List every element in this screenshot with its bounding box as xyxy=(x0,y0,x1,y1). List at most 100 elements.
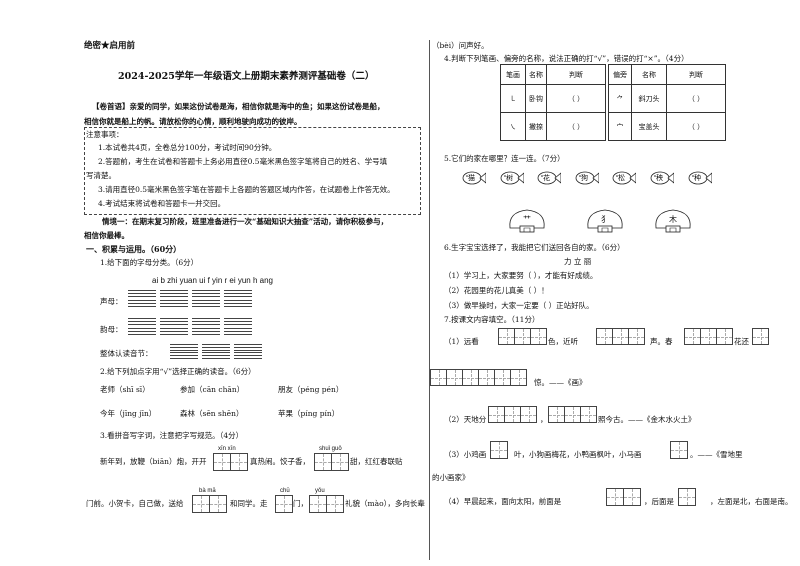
fish-icon[interactable]: 猫 xyxy=(462,169,487,187)
pinyin-writing-line[interactable] xyxy=(160,328,188,337)
pinyin-writing-line[interactable] xyxy=(160,318,188,327)
writing-box[interactable] xyxy=(580,406,597,423)
pinyin-writing-line[interactable] xyxy=(224,318,252,327)
writing-box[interactable] xyxy=(623,488,641,506)
q7-text: ，后面是 xyxy=(644,497,674,506)
fish-icon[interactable]: 树 xyxy=(500,169,525,187)
writing-box[interactable] xyxy=(564,406,581,423)
pinyin-writing-line[interactable] xyxy=(128,290,156,299)
fish-icon[interactable]: 秧 xyxy=(650,169,675,187)
writing-box[interactable] xyxy=(462,369,479,386)
q1-row-label: 韵母： xyxy=(100,325,123,334)
q7-text: 色，近听 xyxy=(548,337,578,346)
q3-pinyin: chū xyxy=(280,488,290,494)
judge-cell[interactable]: （ ） xyxy=(666,112,726,141)
judge-cell[interactable]: （ ） xyxy=(546,84,606,113)
fish-icon[interactable]: 松 xyxy=(612,169,637,187)
pinyin-writing-line[interactable] xyxy=(234,344,262,353)
writing-box[interactable] xyxy=(490,441,508,459)
page-title: 2024-2025学年一年级语文上册期末素养测评基础卷（二） xyxy=(118,71,375,82)
writing-box[interactable] xyxy=(230,453,248,471)
pinyin-writing-line[interactable] xyxy=(128,328,156,337)
writing-box[interactable] xyxy=(684,328,701,345)
pinyin-writing-line[interactable] xyxy=(192,300,220,309)
q3-pinyin: shuǐ guǒ xyxy=(319,446,342,452)
writing-box[interactable] xyxy=(520,406,537,423)
pinyin-writing-line[interactable] xyxy=(128,300,156,309)
house-icon[interactable]: 犭 xyxy=(584,206,626,234)
q4-prompt: 4.判断下列笔画、偏旁的名称，说法正确的打“√”，错误的打“×”。（4分） xyxy=(444,54,689,63)
writing-box[interactable] xyxy=(514,328,531,345)
writing-box[interactable] xyxy=(430,369,447,386)
radical-cell: 宀 xyxy=(608,112,632,141)
pinyin-writing-line[interactable] xyxy=(202,352,230,361)
pinyin-writing-line[interactable] xyxy=(202,344,230,353)
pinyin-writing-line[interactable] xyxy=(192,290,220,299)
writing-box[interactable] xyxy=(504,406,521,423)
q7-prompt: 7.按课文内容填空。（11分） xyxy=(444,315,540,324)
writing-box[interactable] xyxy=(510,369,527,386)
fish-character: 秧 xyxy=(656,174,663,182)
writing-box[interactable] xyxy=(612,328,629,345)
writing-box[interactable] xyxy=(548,406,565,423)
q3-text: 门， xyxy=(293,499,308,508)
writing-box[interactable] xyxy=(716,328,733,345)
pinyin-writing-line[interactable] xyxy=(234,352,262,361)
house-icon[interactable]: 艹 xyxy=(506,206,548,234)
writing-box[interactable] xyxy=(488,406,505,423)
writing-box[interactable] xyxy=(275,495,293,513)
pinyin-writing-line[interactable] xyxy=(192,328,220,337)
q2-item: 老师（shī sī） xyxy=(100,385,150,394)
writing-box[interactable] xyxy=(700,328,717,345)
writing-box[interactable] xyxy=(331,453,349,471)
pinyin-writing-line[interactable] xyxy=(224,328,252,337)
pinyin-writing-line[interactable] xyxy=(160,300,188,309)
pinyin-writing-line[interactable] xyxy=(170,352,198,361)
notice-item: 3.请用直径0.5毫米黑色签字笔在答题卡上各题的答题区域内作答，在试题卷上作答无… xyxy=(98,185,395,194)
column-divider xyxy=(429,40,430,560)
q3-text: 门前。小贺卡，自己做，送给 xyxy=(86,499,184,508)
pinyin-writing-line[interactable] xyxy=(160,290,188,299)
table-header: 名称 xyxy=(631,64,667,85)
writing-box[interactable] xyxy=(209,495,227,513)
context-line-2: 相信你最棒。 xyxy=(84,231,129,240)
fish-character: 树 xyxy=(506,174,513,182)
notice-title: 注意事项： xyxy=(86,130,124,139)
judge-cell[interactable]: （ ） xyxy=(546,112,606,141)
q3-text: 和同学。走 xyxy=(230,499,268,508)
pinyin-writing-line[interactable] xyxy=(192,318,220,327)
fish-icon[interactable]: 花 xyxy=(537,169,562,187)
writing-box[interactable] xyxy=(530,328,547,345)
pinyin-writing-line[interactable] xyxy=(224,300,252,309)
writing-box[interactable] xyxy=(606,488,624,506)
writing-box[interactable] xyxy=(628,328,645,345)
pinyin-writing-line[interactable] xyxy=(170,344,198,353)
table-header: 判断 xyxy=(666,64,726,85)
writing-box[interactable] xyxy=(498,328,515,345)
q7-text: 声。春 xyxy=(650,337,673,346)
writing-box[interactable] xyxy=(678,488,696,506)
writing-box[interactable] xyxy=(446,369,463,386)
fish-icon[interactable]: 狗 xyxy=(575,169,600,187)
writing-box[interactable] xyxy=(494,369,511,386)
pinyin-writing-line[interactable] xyxy=(128,318,156,327)
writing-box[interactable] xyxy=(314,453,332,471)
writing-box[interactable] xyxy=(596,328,613,345)
writing-box[interactable] xyxy=(309,495,327,513)
q3-pinyin: yǒu xyxy=(315,488,325,494)
q6-characters: 力 立 丽 xyxy=(564,257,592,266)
q6-prompt: 6.生字宝宝选择了，我能把它们送回各自的家。（6分） xyxy=(444,243,625,252)
house-icon[interactable]: 木 xyxy=(652,206,694,234)
q7-text: ， xyxy=(540,415,548,424)
writing-box[interactable] xyxy=(213,453,231,471)
q2-item: 今年（jīng jīn） xyxy=(100,409,157,418)
writing-box[interactable] xyxy=(192,495,210,513)
writing-box[interactable] xyxy=(478,369,495,386)
writing-box[interactable] xyxy=(752,328,769,345)
fish-icon[interactable]: 种 xyxy=(688,169,713,187)
pinyin-writing-line[interactable] xyxy=(224,290,252,299)
q3-pinyin: xīn xīn xyxy=(218,446,236,452)
judge-cell[interactable]: （ ） xyxy=(666,84,726,113)
writing-box[interactable] xyxy=(670,441,688,459)
writing-box[interactable] xyxy=(326,495,344,513)
